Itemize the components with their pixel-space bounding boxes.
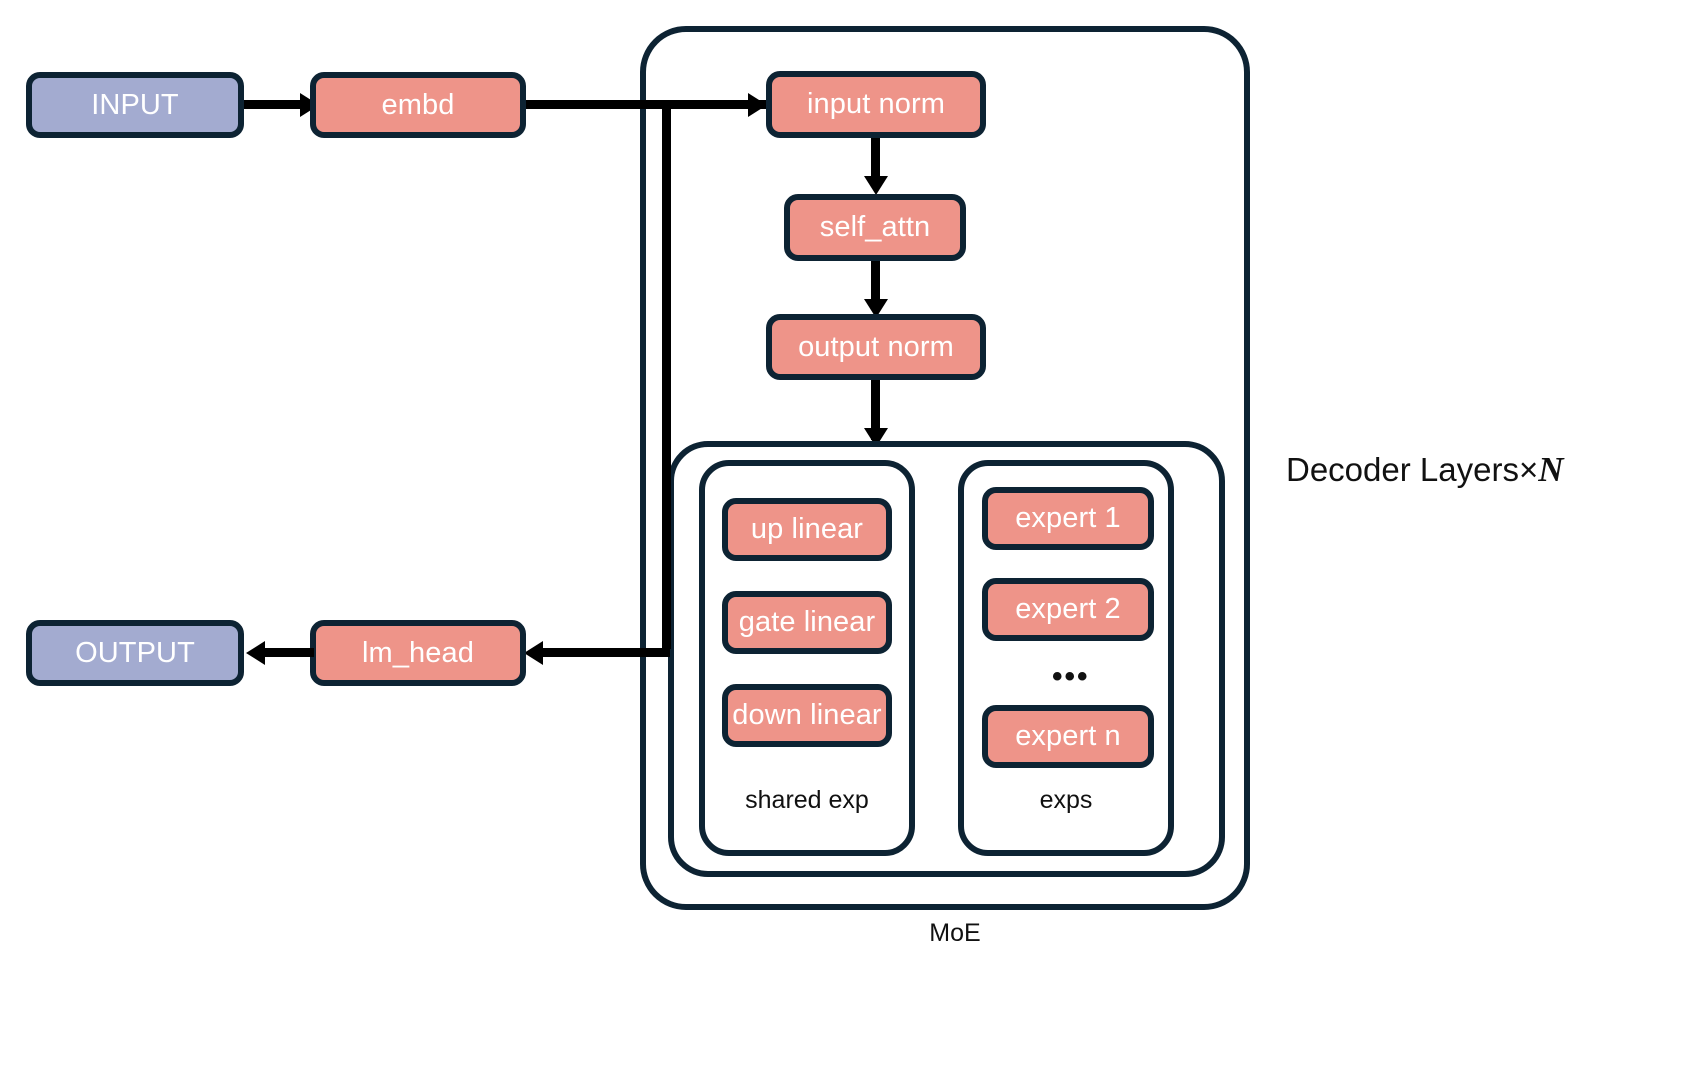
node-input[interactable]: INPUT bbox=[26, 72, 244, 138]
node-self-attn[interactable]: self_attn bbox=[784, 194, 966, 261]
decoder-layers-multiplier: N bbox=[1538, 450, 1564, 489]
node-input-norm[interactable]: input norm bbox=[766, 71, 986, 138]
edge-embd-to-inputnorm bbox=[526, 100, 766, 109]
edge-inputnorm-to-selfattn bbox=[871, 138, 880, 184]
arrowhead-inputnorm-to-selfattn bbox=[864, 176, 888, 195]
shared-expert-container bbox=[699, 460, 915, 856]
edge-lmhead-to-output bbox=[262, 648, 314, 657]
experts-ellipsis: ••• bbox=[1052, 660, 1090, 693]
node-up-linear[interactable]: up linear bbox=[722, 498, 892, 561]
node-output[interactable]: OUTPUT bbox=[26, 620, 244, 686]
node-gate-linear[interactable]: gate linear bbox=[722, 591, 892, 654]
shared-expert-label: shared exp bbox=[745, 786, 869, 814]
node-embd[interactable]: embd bbox=[310, 72, 526, 138]
decoder-layers-caption: Decoder Layers×N bbox=[1286, 452, 1564, 487]
edge-input-to-embd bbox=[244, 100, 310, 109]
node-expert-2[interactable]: expert 2 bbox=[982, 578, 1154, 641]
experts-label: exps bbox=[1039, 786, 1093, 814]
moe-container bbox=[668, 441, 1225, 877]
arrowhead-decoder-to-lmhead bbox=[524, 641, 543, 665]
node-expert-1[interactable]: expert 1 bbox=[982, 487, 1154, 550]
arrowhead-lmhead-to-output bbox=[246, 641, 265, 665]
node-lm-head[interactable]: lm_head bbox=[310, 620, 526, 686]
node-expert-n[interactable]: expert n bbox=[982, 705, 1154, 768]
decoder-layers-container bbox=[640, 26, 1250, 910]
decoder-layers-caption-text: Decoder Layers× bbox=[1286, 451, 1539, 488]
edge-decoder-left-rail bbox=[662, 104, 671, 649]
moe-label: MoE bbox=[929, 919, 981, 947]
arrowhead-selfattn-to-outputnorm bbox=[864, 299, 888, 318]
arrowhead-embd-to-inputnorm bbox=[748, 93, 767, 117]
node-down-linear[interactable]: down linear bbox=[722, 684, 892, 747]
edge-selfattn-to-outputnorm bbox=[871, 261, 880, 307]
edge-decoder-to-lmhead bbox=[540, 648, 670, 657]
edge-outputnorm-to-moe bbox=[871, 380, 880, 440]
node-output-norm[interactable]: output norm bbox=[766, 314, 986, 380]
experts-container bbox=[958, 460, 1174, 856]
